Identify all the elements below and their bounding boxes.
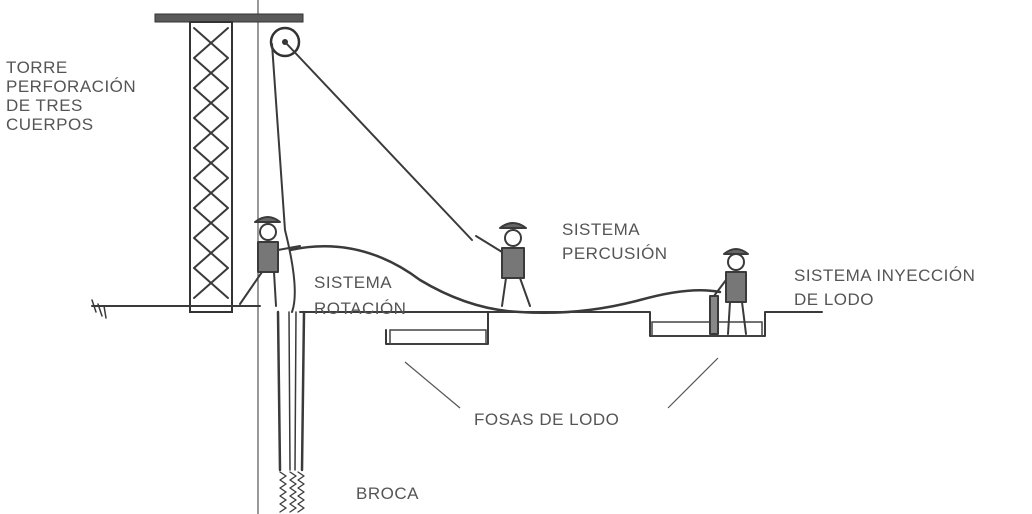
mud-pit-leader-left [404, 361, 461, 409]
drill-tower [154, 13, 304, 313]
mud-pits-label: FOSAS DE LODO [474, 410, 620, 429]
mud-hose [288, 245, 722, 315]
rotation-label-line-2: ROTACIÓN [314, 299, 407, 318]
percussion-cable [284, 41, 473, 241]
ground-surface [91, 299, 823, 345]
tower-label: TORRE PERFORACIÓN DE TRES CUERPOS [6, 58, 136, 134]
percussion-label-line-2: PERCUSIÓN [562, 244, 668, 263]
tower-label-line-3: DE TRES [6, 96, 83, 115]
worker-percussion [475, 222, 531, 307]
tower-frame [189, 21, 233, 313]
percussion-label: SISTEMA PERCUSIÓN [562, 218, 668, 266]
worker-mud-injection [709, 248, 749, 335]
well-casing [276, 310, 306, 472]
drill-bit [279, 471, 305, 513]
rotation-label-line-1: SISTEMA [314, 273, 393, 292]
worker-rotation [239, 216, 301, 307]
mud-pit-left [389, 329, 487, 345]
mud-injection-label-line-2: DE LODO [794, 290, 875, 309]
tower-label-line-4: CUERPOS [6, 115, 94, 134]
mud-pit-right [651, 321, 763, 337]
tower-label-line-1: TORRE [6, 58, 68, 77]
mud-injection-label-line-1: SISTEMA INYECCIÓN [794, 266, 976, 285]
tower-label-line-2: PERFORACIÓN [6, 77, 137, 96]
tower-top-beam [154, 13, 304, 23]
mud-pit-leader-right [667, 357, 719, 409]
percussion-label-line-1: SISTEMA [562, 220, 641, 239]
rotation-label: SISTEMA ROTACIÓN [314, 270, 406, 322]
mud-injection-label: SISTEMA INYECCIÓN DE LODO [794, 264, 975, 312]
bit-label: BROCA [356, 484, 419, 503]
drill-cable [271, 43, 296, 313]
